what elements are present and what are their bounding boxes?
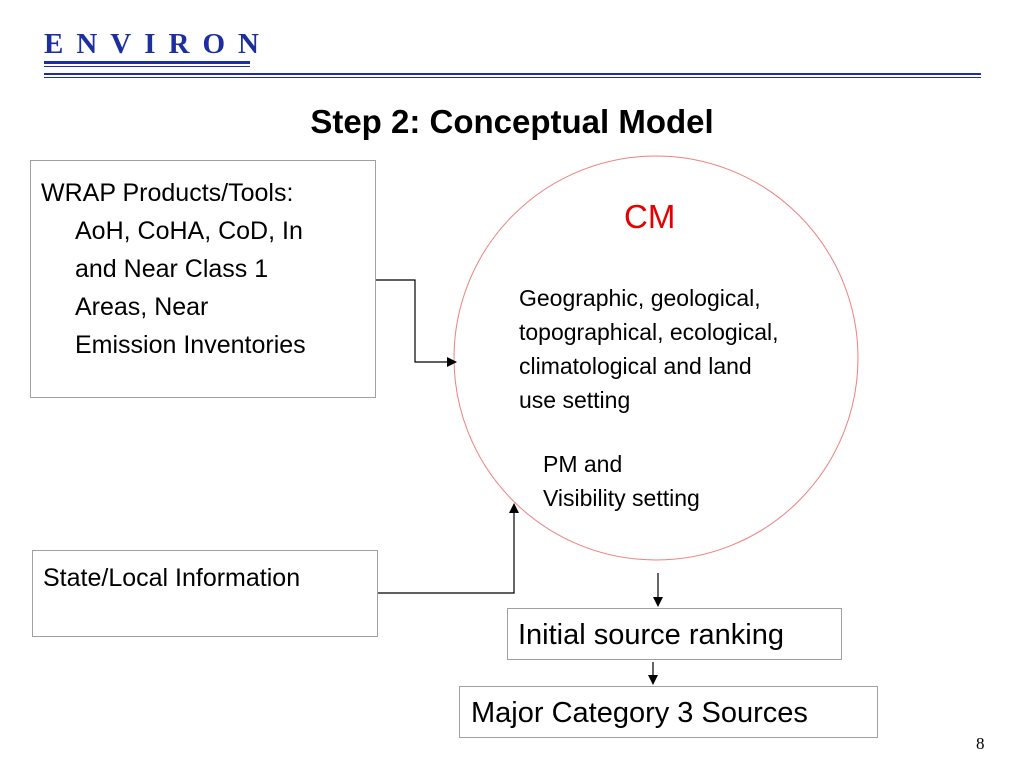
pm-visibility-line-1: PM and — [543, 451, 623, 477]
wrap-products-line-4: Areas, Near — [75, 293, 209, 321]
wrap-products-line-5: Emission Inventories — [75, 331, 306, 359]
wrap-products-line-3: and Near Class 1 — [75, 255, 269, 283]
pm-visibility-setting-text: PM and Visibility setting — [543, 447, 700, 515]
wrap-products-line-1: WRAP Products/Tools: — [41, 179, 294, 207]
cm-label: CM — [624, 198, 676, 235]
wrap-products-line-2: AoH, CoHA, CoD, In — [75, 217, 303, 245]
geographic-setting-text: Geographic, geological, topographical, e… — [519, 281, 779, 417]
wrap-products-box: WRAP Products/Tools: AoH, CoHA, CoD, In … — [30, 160, 376, 398]
geographic-setting-line-2: topographical, ecological, — [519, 319, 779, 345]
geographic-setting-line-1: Geographic, geological, — [519, 285, 761, 311]
geographic-setting-line-4: use setting — [519, 387, 631, 413]
geographic-setting-line-3: climatological and land — [519, 353, 752, 379]
header-rule-thin — [44, 77, 981, 78]
header-rule — [44, 73, 981, 75]
initial-source-ranking-box: Initial source ranking — [507, 608, 842, 660]
initial-source-ranking-label: Initial source ranking — [518, 619, 784, 651]
major-category-sources-label: Major Category 3 Sources — [471, 697, 808, 729]
page-number: 8 — [976, 734, 985, 753]
state-local-label: State/Local Information — [43, 564, 301, 592]
logo-underline — [44, 61, 250, 64]
major-category-sources-box: Major Category 3 Sources — [459, 686, 878, 738]
logo-underline-thin — [44, 66, 250, 67]
slide-title: Step 2: Conceptual Model — [310, 103, 714, 140]
pm-visibility-line-2: Visibility setting — [543, 485, 700, 511]
wrap-to-cm-arrow — [376, 279, 457, 367]
state-to-cm-arrow — [378, 503, 519, 594]
environ-logo: ENVIRON — [44, 28, 272, 60]
state-local-box: State/Local Information — [32, 550, 378, 637]
